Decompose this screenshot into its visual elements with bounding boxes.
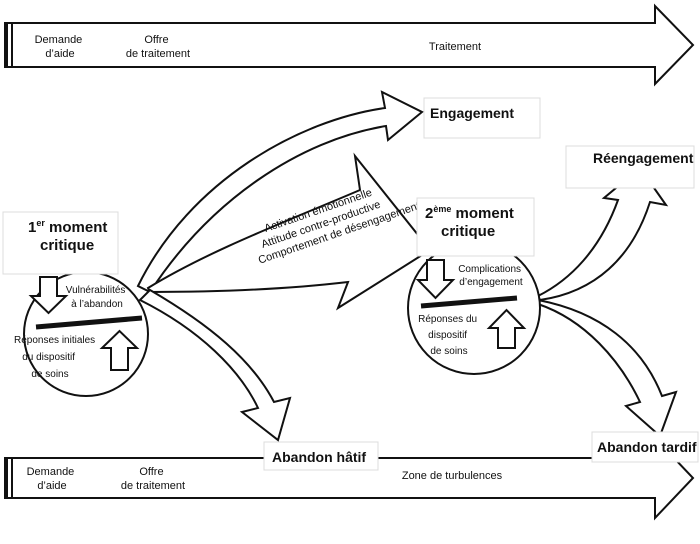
moment1-circle <box>23 271 149 397</box>
moment1-title-line2: critique <box>40 237 94 254</box>
top-demande-label: Demande d’aide <box>35 34 86 60</box>
moment2-down-arrow <box>415 259 456 300</box>
abandon-tardif-box <box>591 431 699 463</box>
bottom-demande-label: Demande d’aide <box>27 466 78 492</box>
moment2-complications-text: Complications d’engagement <box>458 264 524 288</box>
abandon-hatif-arrow <box>138 288 292 442</box>
moment2-reponses-text: Réponses du dispositif de soins <box>418 314 480 357</box>
moment2-up-arrow <box>486 308 527 349</box>
moment2-circle <box>407 241 541 375</box>
top-offre-label: Offre de traitement <box>126 34 190 60</box>
reengagement-label: Réengagement <box>593 150 694 166</box>
moment1-title-box <box>2 211 119 275</box>
engagement-box <box>423 97 541 139</box>
moment1-vulnerabilites-text: Vulnérabilités à l’abandon <box>66 285 128 310</box>
moment1-title: 1er moment <box>28 218 107 236</box>
engagement-arrow <box>136 90 424 294</box>
bottom-offre-label: Offre de traitement <box>121 466 185 492</box>
abandon-tardif-arrow <box>537 298 678 438</box>
engagement-label: Engagement <box>430 105 514 121</box>
moment1-balance-bar <box>35 315 143 330</box>
moment1-reponses-text: Réponses initiales du dispositif de soin… <box>14 335 98 380</box>
reengagement-arrow <box>536 166 669 302</box>
moment2-title: 2ème moment <box>425 204 514 222</box>
moment2-title-box <box>416 197 535 257</box>
abandon-tardif-label: Abandon tardif <box>597 439 697 455</box>
abandon-hatif-label: Abandon hâtif <box>272 449 366 465</box>
moment2-balance-bar <box>420 295 518 309</box>
moment2-title-line2: critique <box>441 223 495 240</box>
abandon-hatif-box <box>263 441 379 471</box>
moment1-down-arrow <box>28 276 69 315</box>
bottom-zone-label: Zone de turbulences <box>402 470 503 482</box>
moment1-up-arrow <box>99 329 140 371</box>
reengagement-box <box>565 145 695 189</box>
top-traitement-label: Traitement <box>429 41 481 53</box>
top-timeline-arrow <box>4 3 695 87</box>
